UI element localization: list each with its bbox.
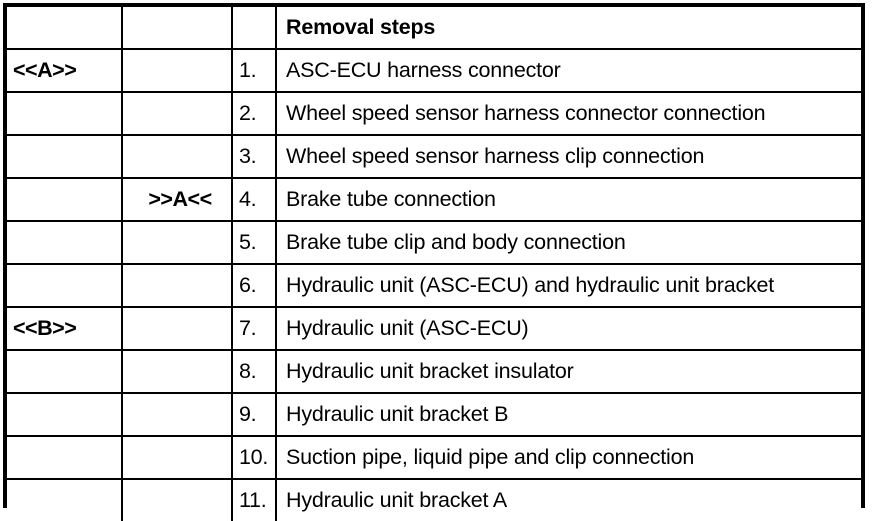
row-mark-cell-4 [7, 178, 123, 222]
header-submark-cell [122, 7, 233, 50]
table-row: 9.Hydraulic unit bracket B [7, 393, 861, 437]
row-submark-cell-9 [122, 393, 233, 437]
row-mark-cell-6 [7, 264, 123, 308]
table-row: >>A<<4.Brake tube connection [7, 178, 861, 222]
row-submark-cell-2 [122, 92, 233, 136]
row-description-cell-3: Wheel speed sensor harness clip connecti… [276, 135, 861, 179]
row-description-cell-5: Brake tube clip and body connection [276, 221, 861, 265]
row-mark-cell-2 [7, 92, 123, 136]
row-mark-cell-11 [7, 479, 123, 521]
table-header-row: Removal steps [7, 7, 861, 50]
table-row: <<A>> 1.ASC-ECU harness connector [7, 49, 861, 93]
table-row: 10.Suction pipe, liquid pipe and clip co… [7, 436, 861, 480]
row-number-cell-9: 9. [232, 393, 277, 437]
table-row: 2.Wheel speed sensor harness connector c… [7, 92, 861, 136]
row-mark-cell-3 [7, 135, 123, 179]
header-mark-cell [7, 7, 123, 50]
row-mark-cell-10 [7, 436, 123, 480]
header-number-cell [232, 7, 277, 50]
row-submark-cell-1 [122, 49, 233, 93]
removal-steps-table-container: Removal steps <<A>> 1.ASC-ECU harness conn… [3, 3, 865, 521]
row-number-cell-6: 6. [232, 264, 277, 308]
row-mark-cell-5 [7, 221, 123, 265]
table-body: Removal steps <<A>> 1.ASC-ECU harness conn… [7, 7, 861, 521]
table-row: 3.Wheel speed sensor harness clip connec… [7, 135, 861, 179]
row-submark-cell-5 [122, 221, 233, 265]
row-submark-cell-7 [122, 307, 233, 351]
row-number-cell-8: 8. [232, 350, 277, 394]
row-description-cell-4: Brake tube connection [276, 178, 861, 222]
row-description-cell-7: Hydraulic unit (ASC-ECU) [276, 307, 861, 351]
row-number-cell-2: 2. [232, 92, 277, 136]
table-row: 6.Hydraulic unit (ASC-ECU) and hydraulic… [7, 264, 861, 308]
row-number-cell-7: 7. [232, 307, 277, 351]
row-number-cell-3: 3. [232, 135, 277, 179]
row-submark-cell-8 [122, 350, 233, 394]
row-mark-cell-7: <<B>> [7, 307, 123, 351]
row-mark-cell-1: <<A>> [7, 49, 123, 93]
row-number-cell-11: 11. [232, 479, 277, 521]
row-description-cell-1: ASC-ECU harness connector [276, 49, 861, 93]
table-row: 5.Brake tube clip and body connection [7, 221, 861, 265]
row-description-cell-2: Wheel speed sensor harness connector con… [276, 92, 861, 136]
table-row: 8.Hydraulic unit bracket insulator [7, 350, 861, 394]
row-description-cell-6: Hydraulic unit (ASC-ECU) and hydraulic u… [276, 264, 861, 308]
row-submark-cell-3 [122, 135, 233, 179]
row-description-cell-8: Hydraulic unit bracket insulator [276, 350, 861, 394]
row-mark-cell-9 [7, 393, 123, 437]
table-row: <<B>> 7.Hydraulic unit (ASC-ECU) [7, 307, 861, 351]
row-submark-cell-4: >>A<< [122, 178, 233, 222]
header-removal-steps-label: Removal steps [276, 7, 861, 50]
row-mark-cell-8 [7, 350, 123, 394]
table-row: 11. Hydraulic unit bracket A [7, 479, 861, 521]
row-submark-cell-11 [122, 479, 233, 521]
row-number-cell-5: 5. [232, 221, 277, 265]
row-submark-cell-10 [122, 436, 233, 480]
row-submark-cell-6 [122, 264, 233, 308]
row-number-cell-10: 10. [232, 436, 277, 480]
row-number-cell-4: 4. [232, 178, 277, 222]
removal-steps-table: Removal steps <<A>> 1.ASC-ECU harness conn… [7, 7, 861, 521]
row-description-cell-9: Hydraulic unit bracket B [276, 393, 861, 437]
row-description-cell-11: Hydraulic unit bracket A [286, 487, 508, 512]
row-number-cell-1: 1. [232, 49, 277, 93]
row-description-cell-10: Suction pipe, liquid pipe and clip conne… [276, 436, 861, 480]
